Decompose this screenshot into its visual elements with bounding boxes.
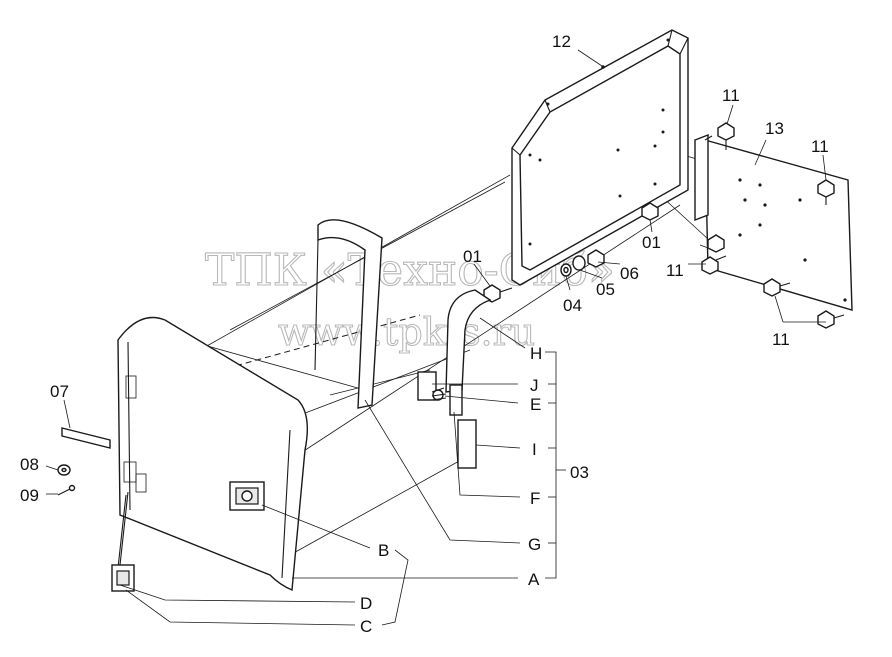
label-08: 08: [20, 455, 39, 474]
leader-lines: [45, 49, 827, 626]
part-08-washer: [57, 464, 71, 476]
label-i: I: [532, 440, 537, 459]
label-04: 04: [563, 296, 582, 315]
washer-04: [560, 263, 572, 277]
label-b: B: [378, 541, 389, 560]
label-g: G: [528, 535, 541, 554]
bolt-11-top: [717, 122, 735, 150]
part-j-latch: [417, 371, 447, 401]
part-07-strip: [61, 427, 111, 449]
bolt-11-lower-b: [817, 310, 845, 329]
label-11-bottom: 11: [772, 330, 790, 349]
bolt-11-lower-a: [763, 278, 791, 297]
part-12-frame: [511, 29, 689, 286]
label-j: J: [530, 376, 539, 395]
label-01-lower: 01: [642, 233, 661, 252]
label-13: 13: [765, 119, 784, 138]
lock-cd: [111, 491, 135, 592]
label-11-middle: 11: [666, 261, 684, 280]
label-f: F: [530, 489, 540, 508]
part-09-pin: [57, 484, 76, 496]
door-panel: [117, 316, 308, 592]
label-09: 09: [20, 486, 39, 505]
part-labels: 12 13 11 11 11 11 01 01 04 05 06 07 08 0…: [20, 32, 829, 636]
part-13-plate: [694, 133, 853, 311]
label-12: 12: [552, 32, 571, 51]
label-c: C: [360, 617, 372, 636]
label-07: 07: [50, 382, 69, 401]
label-06: 06: [620, 264, 639, 283]
handle-b: [229, 481, 265, 511]
washer-05: [572, 255, 586, 271]
label-a: A: [528, 570, 540, 589]
nut-06: [587, 249, 605, 268]
part-i-gasket: [457, 419, 477, 469]
bolt-11-middle: [701, 255, 727, 275]
label-11-right: 11: [811, 137, 829, 156]
bolt-11-extra: [707, 234, 725, 253]
label-11-top: 11: [722, 86, 740, 105]
part-f-gasket: [449, 384, 463, 416]
label-03: 03: [570, 463, 589, 482]
watermark-url: www.tpkts.ru: [278, 310, 535, 354]
bolt-01-lower: [641, 202, 659, 221]
label-h: H: [530, 344, 542, 363]
label-d: D: [360, 594, 372, 613]
part-h-strip: [445, 289, 492, 393]
part-g-seal: [314, 219, 383, 409]
label-05: 05: [596, 280, 615, 299]
label-01-upper: 01: [463, 247, 482, 266]
label-e: E: [530, 395, 541, 414]
